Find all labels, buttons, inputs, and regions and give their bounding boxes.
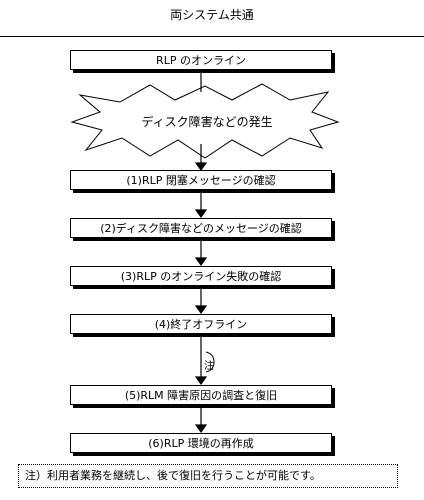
incident-starburst <box>70 83 340 159</box>
step-rlp-online: RLP のオンライン <box>70 50 332 70</box>
step-5-rlm-investigate-recover: (5)RLM 障害原因の調査と復旧 <box>70 385 332 405</box>
arrowhead-5 <box>194 305 208 315</box>
arrowhead-2 <box>194 162 208 172</box>
step-2-disk-failure-message: (2)ディスク障害などのメッセージの確認 <box>70 218 332 238</box>
step-6-rlp-recreate: (6)RLP 環境の再作成 <box>70 433 332 453</box>
arrowhead-6 <box>194 376 208 386</box>
arrowhead-4 <box>194 257 208 267</box>
step-disk-failure: ディスク障害などの発生 <box>141 115 273 129</box>
note-marker: 注 <box>204 361 214 372</box>
step-3-rlp-online-failure: (3)RLP のオンライン失敗の確認 <box>70 266 332 286</box>
footnote: 注）利用者業務を継続し、後で復旧を行うことが可能です。 <box>18 464 398 488</box>
step-1-rlp-block-message: (1)RLP 閉塞メッセージの確認 <box>70 170 332 190</box>
title-divider <box>0 36 424 37</box>
arrowhead-3 <box>194 209 208 219</box>
page-title: 両システム共通 <box>170 8 254 22</box>
note-bracket <box>205 351 215 373</box>
arrowhead-7 <box>194 424 208 434</box>
step-4-shutdown-offline: (4)終了オフライン <box>70 314 332 334</box>
